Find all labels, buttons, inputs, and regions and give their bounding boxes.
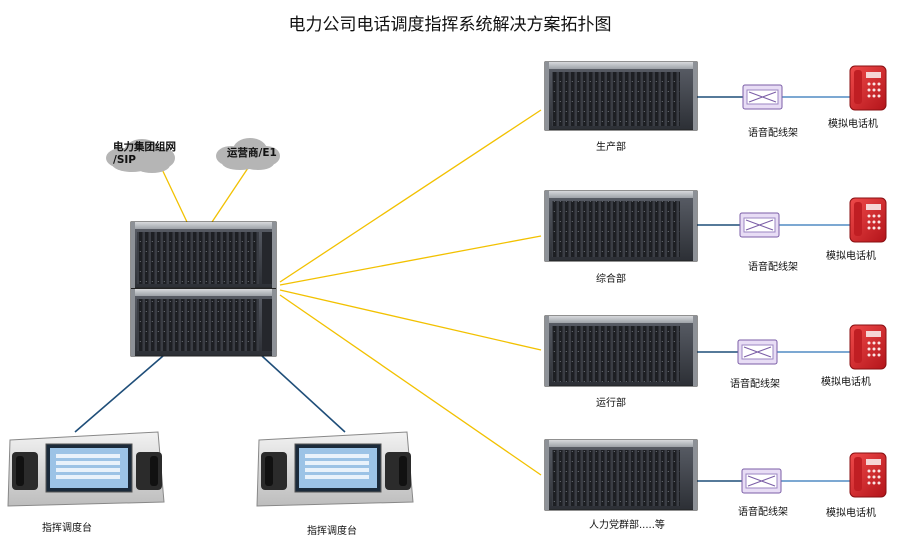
dispatch-console-right xyxy=(256,431,414,507)
server-hr xyxy=(544,439,698,511)
analog-phone-operation xyxy=(849,324,887,370)
cloud-carrier xyxy=(216,138,280,170)
phone-label-general: 模拟电话机 xyxy=(826,251,876,262)
cloud-carrier-label: 运营商/E1 xyxy=(227,147,277,159)
dept-label-operation: 运行部 xyxy=(596,398,626,409)
trunk-lines xyxy=(159,109,542,476)
link-to-carrier xyxy=(211,164,251,223)
link-to-general xyxy=(279,235,542,286)
cloud-power-group-line2: /SIP xyxy=(113,154,136,166)
cloud-power-group-label: 电力集团组网 /SIP xyxy=(113,141,176,167)
distribution-frame-general xyxy=(739,212,780,238)
frame-label-general: 语音配线架 xyxy=(748,262,798,273)
dept-label-production: 生产部 xyxy=(596,142,626,153)
diagram-title: 电力公司电话调度指挥系统解决方案拓扑图 xyxy=(288,15,612,35)
central-switch-lower xyxy=(130,288,277,357)
server-operation xyxy=(544,315,698,387)
cloud-power-group-line1: 电力集团组网 xyxy=(113,141,176,153)
console-label-left: 指挥调度台 xyxy=(42,523,92,534)
phone-label-production: 模拟电话机 xyxy=(828,119,878,130)
phone-label-operation: 模拟电话机 xyxy=(821,377,871,388)
frame-label-operation: 语音配线架 xyxy=(730,379,780,390)
console-links xyxy=(74,355,346,433)
link-console-right xyxy=(261,355,346,433)
link-to-operation xyxy=(279,289,542,351)
link-to-hr xyxy=(279,294,542,476)
dept-label-general: 综合部 xyxy=(596,274,626,285)
link-to-power-group xyxy=(159,164,188,223)
department-links xyxy=(697,96,850,482)
server-general xyxy=(544,190,698,262)
frame-label-production: 语音配线架 xyxy=(748,128,798,139)
analog-phone-general xyxy=(849,197,887,243)
dept-label-hr: 人力党群部.....等 xyxy=(589,520,665,531)
link-console-left xyxy=(74,355,164,433)
distribution-frame-hr xyxy=(741,468,782,494)
console-label-right: 指挥调度台 xyxy=(307,526,357,537)
link-to-production xyxy=(279,109,542,283)
phone-label-hr: 模拟电话机 xyxy=(826,508,876,519)
distribution-frame-production xyxy=(742,84,783,110)
cloud-power-group xyxy=(106,139,175,173)
analog-phone-production xyxy=(849,65,887,111)
dispatch-console-left xyxy=(7,431,165,507)
analog-phone-hr xyxy=(849,452,887,498)
server-production xyxy=(544,61,698,131)
central-switch-upper xyxy=(130,221,277,289)
frame-label-hr: 语音配线架 xyxy=(738,507,788,518)
distribution-frame-operation xyxy=(737,339,778,365)
